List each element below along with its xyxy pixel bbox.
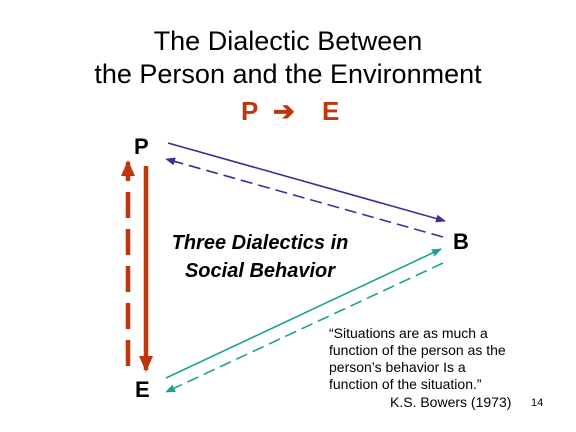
relation-arrow-icon: ➔ [273,96,295,126]
node-environment: E [135,377,150,402]
arrow-e-to-b [165,248,442,379]
center-label-line1: Three Dialectics in [171,232,349,254]
node-person: P [134,134,149,159]
quote-line: function of the person as the [329,342,506,358]
quote-line: person’s behavior Is a [329,359,466,375]
relation-person-label: P [241,96,259,126]
node-behavior: B [453,229,469,254]
arrow-b-to-e [165,262,444,393]
arrow-b-to-p [165,157,444,238]
quote-citation: K.S. Bowers (1973) [390,394,512,410]
relation-environment-label: E [322,96,340,126]
arrow-p-to-b [167,142,446,223]
quote-line: “Situations are as much a [329,325,488,341]
center-label-line2: Social Behavior [184,260,336,282]
slide-title-line1: The Dialectic Between [153,26,423,56]
quote-line: function of the situation.” [329,376,482,392]
slide-number: 14 [531,397,544,409]
slide-title-line2: the Person and the Environment [94,59,482,89]
